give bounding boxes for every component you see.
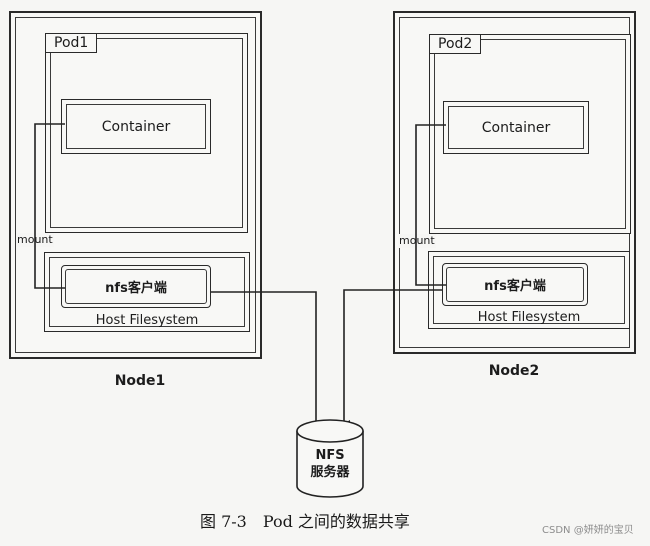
nfs-server-label-line1: NFS bbox=[315, 448, 345, 463]
figure-caption: 图 7-3 Pod 之间的数据共享 bbox=[200, 512, 410, 531]
node1-title: Node1 bbox=[114, 373, 166, 389]
mount1-label: mount bbox=[16, 233, 54, 247]
pod1-label: Pod1 bbox=[45, 33, 98, 53]
watermark: CSDN @妍妍的宝贝 bbox=[542, 525, 634, 536]
container2-label: Container bbox=[448, 106, 584, 149]
host-filesystem1-label: Host Filesystem bbox=[95, 313, 199, 328]
nfs-client1-label: nfs客户端 bbox=[65, 269, 207, 304]
nfs-client2-box: nfs客户端 bbox=[442, 263, 588, 306]
pod2-label: Pod2 bbox=[429, 34, 482, 54]
container2-box: Container bbox=[443, 101, 589, 154]
host-filesystem2-label: Host Filesystem bbox=[477, 310, 581, 325]
container1-box: Container bbox=[61, 99, 211, 154]
nfs-client1-box: nfs客户端 bbox=[61, 265, 211, 308]
nfs-client2-label: nfs客户端 bbox=[446, 267, 584, 302]
container1-label: Container bbox=[66, 104, 206, 149]
node2-title: Node2 bbox=[488, 363, 540, 379]
mount2-label: mount bbox=[398, 234, 436, 248]
nfs-server-label-line2: 服务器 bbox=[310, 465, 350, 480]
nfs-server-label: NFS 服务器 bbox=[298, 447, 362, 481]
